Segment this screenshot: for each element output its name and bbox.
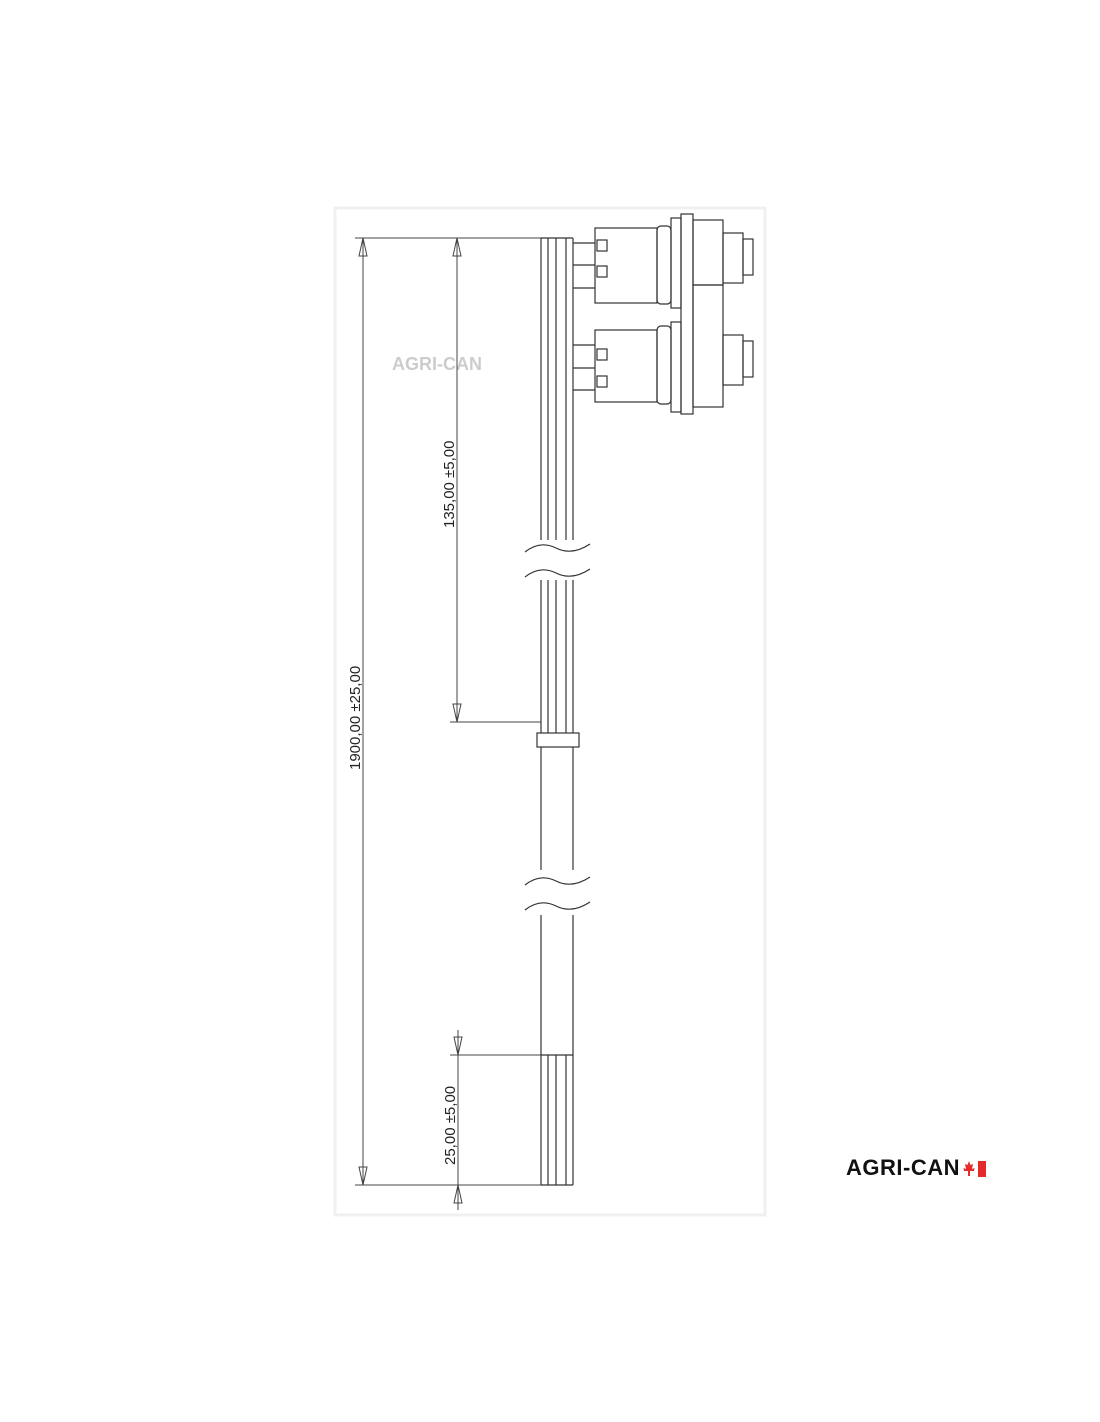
canada-flag-icon bbox=[963, 1161, 986, 1177]
agri-can-logo: AGRI-CAN bbox=[846, 1137, 988, 1179]
connector-top bbox=[573, 213, 754, 415]
dimension-strip: 25,00 ±5,00 bbox=[442, 1030, 541, 1210]
dimension-breakout-label: 135,00 ±5,00 bbox=[441, 441, 458, 528]
cable bbox=[524, 237, 591, 1186]
dimension-overall-label: 1900,00 ±25,00 bbox=[347, 666, 364, 770]
logo-text: AGRI-CAN bbox=[846, 1155, 960, 1180]
cable-sleeve bbox=[536, 732, 580, 748]
dimension-overall: 1900,00 ±25,00 bbox=[347, 237, 541, 1186]
watermark: AGRI-CAN bbox=[392, 354, 482, 374]
dimension-breakout: 135,00 ±5,00 bbox=[441, 237, 541, 723]
connector-bottom bbox=[573, 284, 754, 413]
dimension-strip-label: 25,00 ±5,00 bbox=[442, 1086, 459, 1165]
